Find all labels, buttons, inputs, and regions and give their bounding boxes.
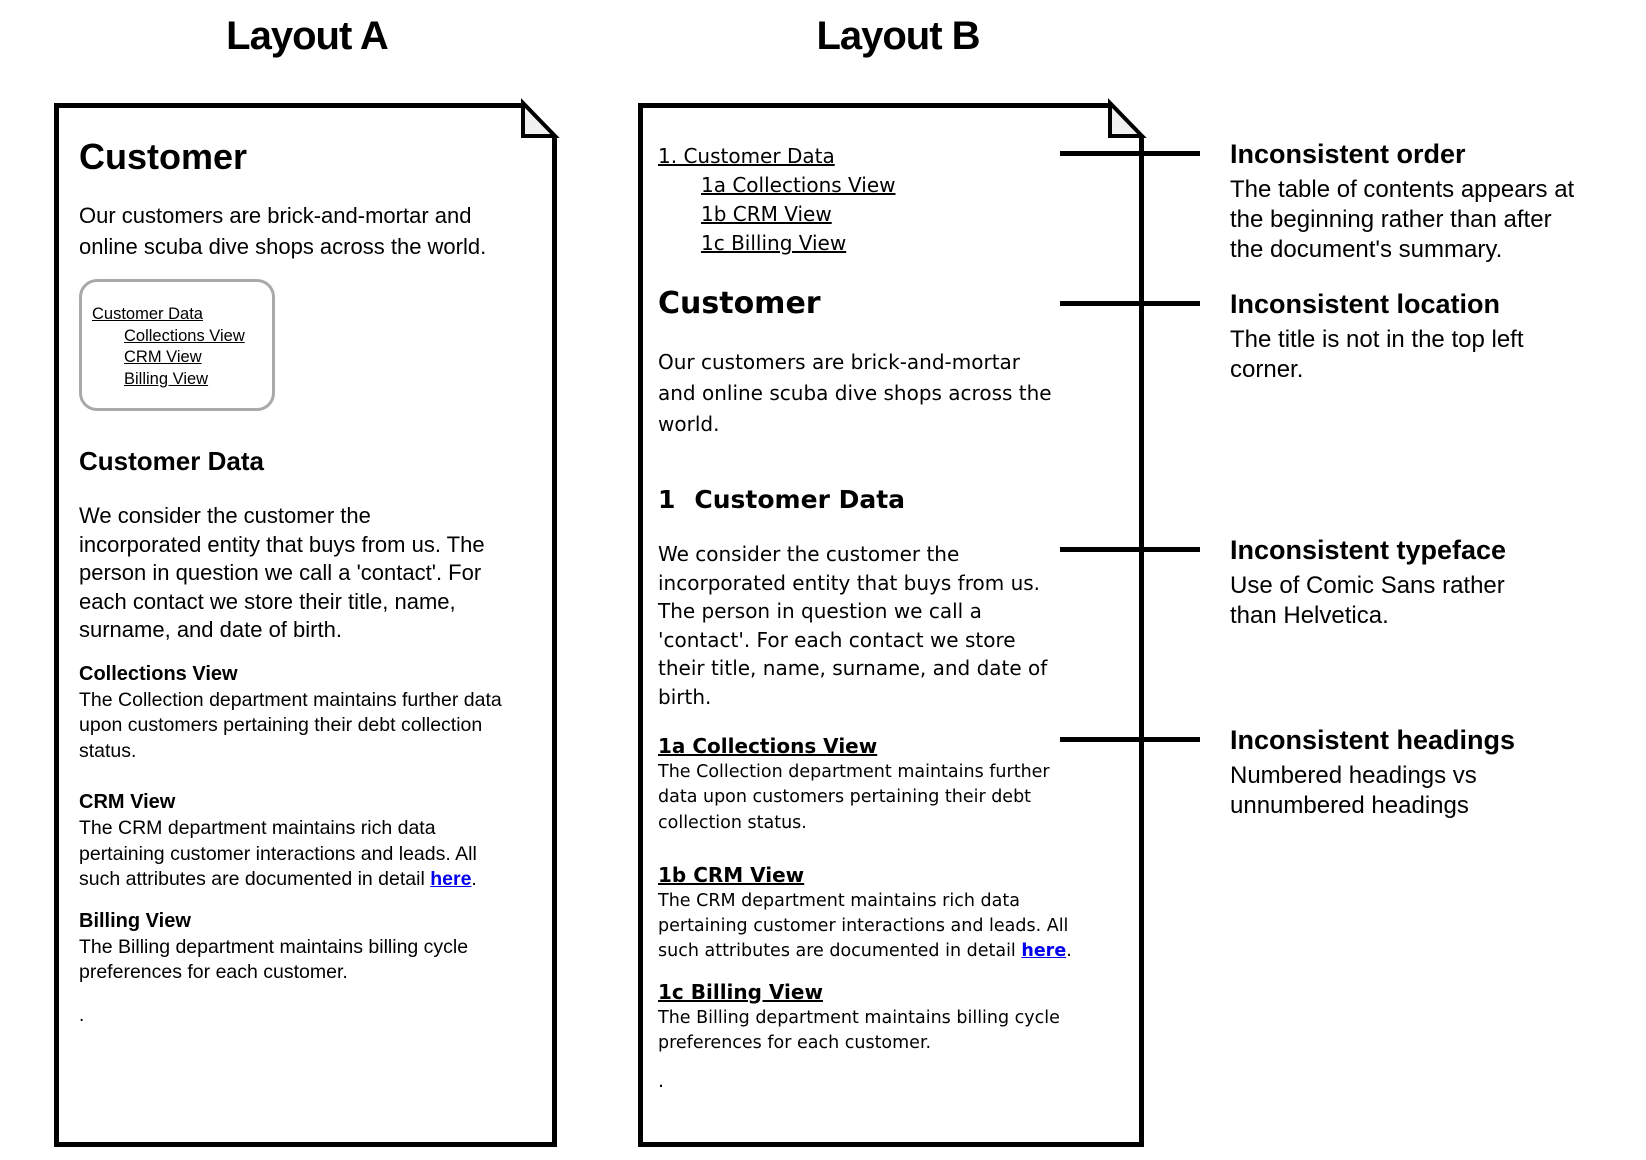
doc-a-billing-heading: Billing View <box>79 909 191 932</box>
doc-b-collections-heading: 1a Collections View <box>658 734 878 758</box>
layout-b-content: 1. Customer Data 1a Collections View 1b … <box>643 108 1139 1091</box>
doc-a-intro: Our customers are brick-and-mortar and o… <box>79 203 487 259</box>
annotation-body: The table of contents appears at the beg… <box>1230 176 1575 263</box>
doc-a-trailing-mark: . <box>79 1004 85 1026</box>
toc-link-customer-data[interactable]: Customer Data <box>92 305 203 323</box>
annotation-heading: Inconsistent headings <box>1230 725 1516 755</box>
doc-a-collections-body: The Collection department maintains furt… <box>79 688 502 762</box>
doc-b-toc: 1. Customer Data 1a Collections View 1b … <box>658 142 1121 258</box>
annotation-inconsistent-location: Inconsistent location The title is not i… <box>1230 288 1625 385</box>
doc-b-toc-item: 1a Collections View <box>701 171 1121 200</box>
doc-b-trailing-mark: . <box>658 1070 665 1093</box>
annotation-inconsistent-order: Inconsistent order The table of contents… <box>1230 138 1625 265</box>
doc-b-section-heading: 1 Customer Data <box>658 483 1121 516</box>
doc-b-section-number: 1 <box>658 485 676 514</box>
annotation-inconsistent-typeface: Inconsistent typeface Use of Comic Sans … <box>1230 534 1625 631</box>
toc-link-crm-view[interactable]: CRM View <box>124 348 202 366</box>
doc-b-billing-heading: 1c Billing View <box>658 979 823 1004</box>
layout-a-page: Customer Our customers are brick-and-mor… <box>54 91 570 1147</box>
annotation-heading: Inconsistent typeface <box>1230 535 1507 565</box>
toc-link-1c-billing-view[interactable]: 1c Billing View <box>701 231 847 255</box>
doc-b-crm-body: The CRM department maintains rich data p… <box>658 889 1121 965</box>
doc-a-crm-heading: CRM View <box>79 791 176 813</box>
doc-a-crm-body-text: The CRM department maintains rich data p… <box>79 817 477 890</box>
doc-a-toc-item: Customer Data <box>92 304 252 326</box>
annotation-heading: Inconsistent location <box>1230 289 1501 319</box>
doc-b-section-body: We consider the customer the incorporate… <box>658 542 1048 709</box>
doc-a-collections-heading: Collections View <box>79 662 238 685</box>
doc-a-section-heading: Customer Data <box>79 446 264 476</box>
toc-link-1a-collections-view[interactable]: 1a Collections View <box>701 173 896 197</box>
toc-link-1b-crm-view[interactable]: 1b CRM View <box>701 202 832 226</box>
doc-b-collections-body: The Collection department maintains furt… <box>658 762 1050 833</box>
doc-a-toc-item: CRM View <box>124 347 252 369</box>
annotation-body: Numbered headings vs unnumbered headings <box>1230 762 1477 819</box>
toc-link-billing-view[interactable]: Billing View <box>124 369 209 388</box>
toc-link-1-customer-data[interactable]: 1. Customer Data <box>658 144 835 168</box>
doc-b-intro: Our customers are brick-and-mortar and o… <box>658 350 1052 436</box>
doc-b-crm-heading: 1b CRM View <box>658 862 805 887</box>
doc-a-section-body: We consider the customer the incorporate… <box>79 503 485 642</box>
doc-b-billing-body: The Billing department maintains billing… <box>658 1007 1060 1054</box>
doc-b-crm-body-end: . <box>1066 941 1072 962</box>
doc-b-toc-item: 1b CRM View <box>701 200 1121 229</box>
doc-b-toc-item: 1c Billing View <box>701 229 1121 258</box>
toc-link-collections-view[interactable]: Collections View <box>124 326 245 345</box>
doc-a-billing-body: The Billing department maintains billing… <box>79 935 469 984</box>
annotation-inconsistent-headings: Inconsistent headings Numbered headings … <box>1230 724 1625 821</box>
connector-line-location <box>1060 301 1200 306</box>
annotation-body: Use of Comic Sans rather than Helvetica. <box>1230 572 1505 629</box>
connector-line-typeface <box>1060 547 1200 552</box>
here-link[interactable]: here <box>430 868 472 890</box>
doc-b-section-heading-text: Customer Data <box>694 485 906 514</box>
doc-a-crm-body-end: . <box>471 868 477 890</box>
annotation-body: The title is not in the top left corner. <box>1230 326 1524 383</box>
doc-b-toc-item: 1. Customer Data <box>658 142 1121 171</box>
layout-a-content: Customer Our customers are brick-and-mor… <box>59 108 552 1026</box>
doc-a-crm-body: The CRM department maintains rich data p… <box>79 816 532 893</box>
doc-a-toc-box: Customer Data Collections View CRM View … <box>79 279 275 411</box>
layout-b-page: 1. Customer Data 1a Collections View 1b … <box>638 91 1157 1147</box>
doc-a-title: Customer <box>79 136 248 177</box>
doc-b-crm-body-text: The CRM department maintains rich data p… <box>658 890 1069 962</box>
layout-b-title: Layout B <box>816 14 980 58</box>
doc-a-toc-item: Collections View <box>124 326 252 348</box>
doc-b-title: Customer <box>658 286 821 321</box>
doc-a-toc-item: Billing View <box>124 369 252 391</box>
here-link[interactable]: here <box>1021 941 1067 962</box>
connector-line-order <box>1060 151 1200 156</box>
layout-a-title: Layout A <box>226 14 389 58</box>
annotation-heading: Inconsistent order <box>1230 139 1466 169</box>
connector-line-headings <box>1060 737 1200 742</box>
